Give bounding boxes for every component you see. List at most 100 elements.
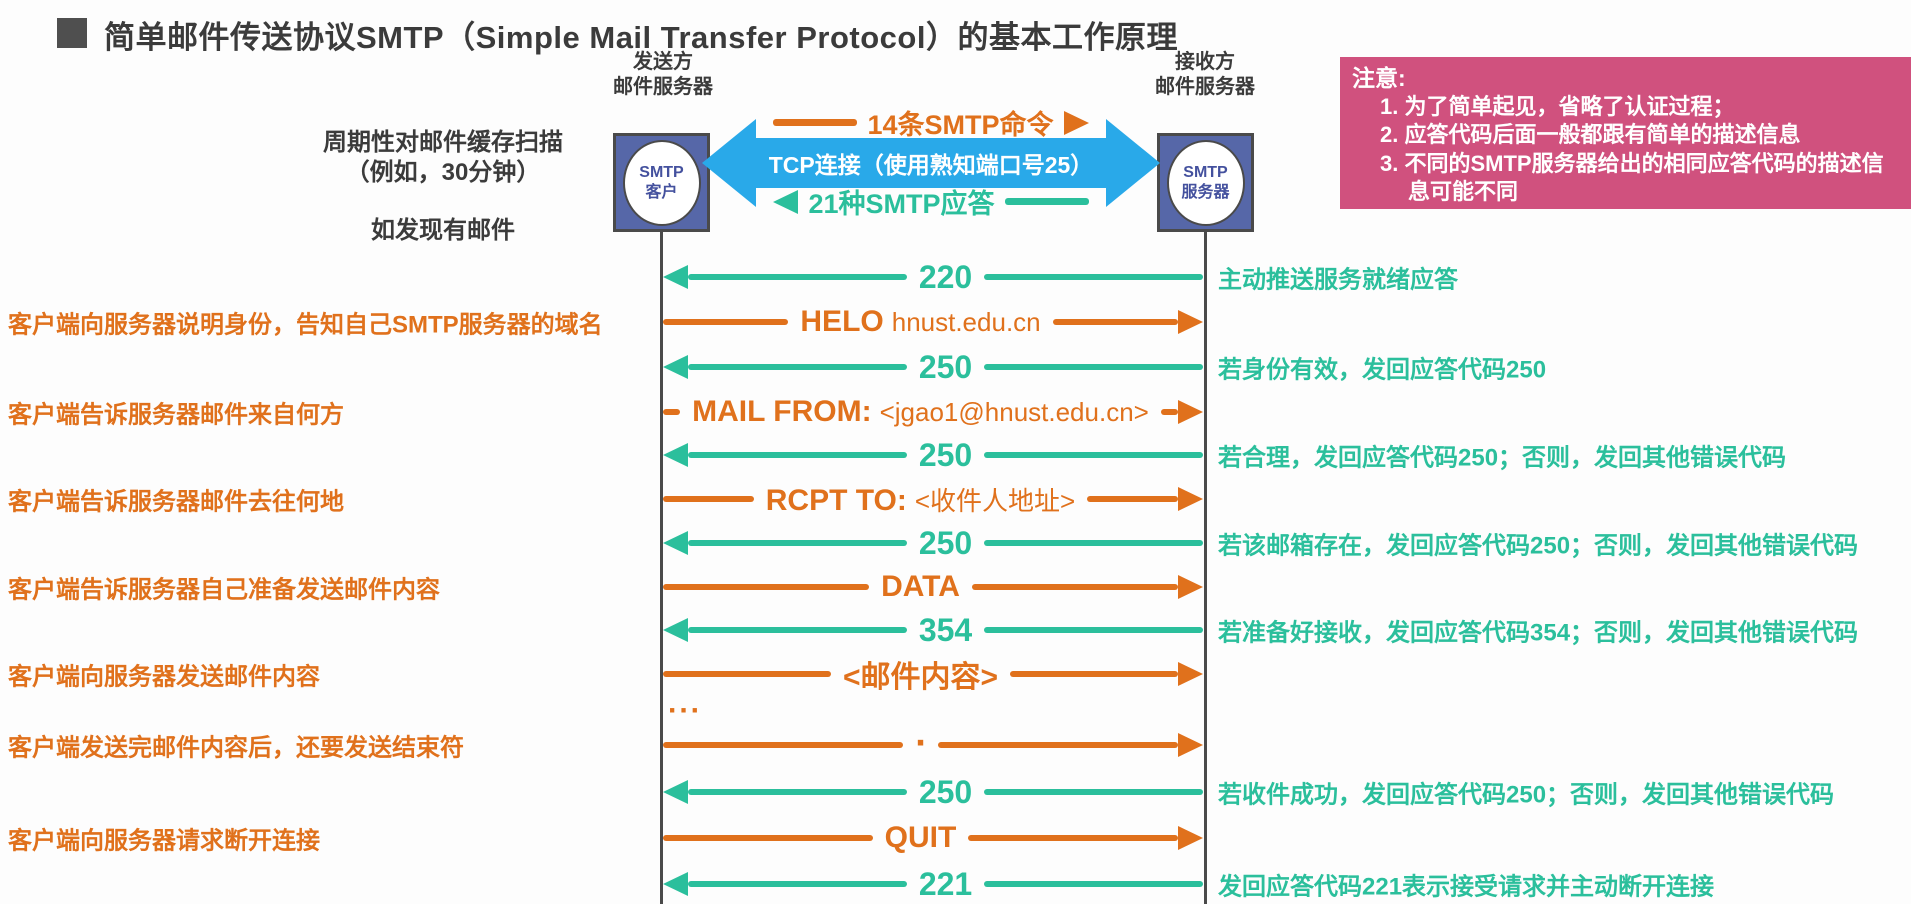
page-title: 简单邮件传送协议SMTP（Simple Mail Transfer Protoc… (104, 20, 1178, 55)
reply-code: 250 (907, 774, 984, 811)
tcp-arrow-shaft: TCP连接（使用熟知端口号25） (756, 138, 1106, 188)
notice-item: 2. 应答代码后面一般都跟有简单的描述信息 (1380, 122, 1801, 148)
sender-server-caption: 发送方 邮件服务器 (613, 51, 713, 98)
reply-arrow-line (688, 789, 907, 795)
command-text: RCPT TO:<收件人地址> (754, 481, 1087, 518)
receiver-server-caption: 接收方 邮件服务器 (1155, 51, 1255, 98)
command-arrow-line (1052, 319, 1179, 325)
tcp-arrowhead-left-icon (702, 119, 756, 207)
server-reply-label: 若合理，发回应答代码250；否则，发回其他错误代码 (1218, 444, 1787, 472)
server-reply-label: 发回应答代码221表示接受请求并主动断开连接 (1218, 873, 1715, 901)
arrowhead-right-icon (1178, 826, 1204, 850)
commands-arrow-line (773, 119, 858, 126)
command-arrow-line (663, 584, 870, 590)
reply-code: 221 (907, 866, 984, 903)
replies-arrow-line (1004, 198, 1089, 205)
tcp-double-arrow: TCP连接（使用熟知端口号25） (702, 119, 1160, 207)
command-keyword: HELO (800, 305, 884, 338)
command-keyword: <邮件内容> (842, 661, 999, 694)
command-message-row: QUIT (663, 818, 1204, 858)
reply-code: 354 (907, 612, 984, 649)
client-action-label: 客户端告诉服务器邮件来自何方 (8, 401, 344, 429)
reply-code-text: 220 (918, 258, 973, 295)
reply-message-row: 354 (663, 610, 1204, 650)
command-text: <邮件内容> (831, 652, 1010, 696)
arrowhead-left-icon (663, 531, 688, 555)
notice-item: 1. 为了简单起见，省略了认证过程； (1380, 93, 1735, 119)
command-keyword: MAIL FROM: (692, 395, 872, 428)
reply-arrow-line (984, 274, 1204, 280)
command-text: QUIT (873, 821, 969, 855)
reply-message-row: 250 (663, 435, 1204, 475)
tcp-arrowhead-right-icon (1106, 119, 1160, 207)
command-text: MAIL FROM:<jgao1@hnust.edu.cn> (680, 395, 1161, 429)
reply-arrow-line (688, 274, 907, 280)
mail-found-note: 如发现有邮件 (371, 217, 515, 244)
command-message-row: DATA (663, 567, 1203, 607)
server-reply-label: 若收件成功，发回应答代码250；否则，发回其他错误代码 (1218, 781, 1835, 809)
reply-code: 250 (907, 437, 984, 474)
command-arrow-line (1160, 409, 1179, 415)
smtp-commands-label: 14条SMTP命令 (867, 110, 1054, 140)
command-argument: <收件人地址> (914, 485, 1076, 516)
smtp-replies-arrow: 21种SMTP应答 (702, 182, 1160, 221)
reply-arrow-line (688, 540, 907, 546)
command-keyword: DATA (881, 570, 960, 603)
command-arrow-line (968, 835, 1179, 841)
command-arrow-line (1010, 671, 1179, 677)
arrowhead-right-icon (1178, 575, 1203, 599)
arrowhead-left-icon (663, 265, 688, 289)
reply-arrow-line (984, 789, 1204, 795)
reply-code: 250 (907, 349, 984, 386)
command-message-row: . (663, 715, 1203, 765)
command-argument: hnust.edu.cn (891, 307, 1041, 337)
arrowhead-left-icon (663, 355, 688, 379)
reply-code: 250 (907, 525, 984, 562)
reply-code-text: 250 (918, 524, 973, 561)
reply-arrow-line (688, 364, 907, 370)
reply-arrow-line (984, 627, 1204, 633)
reply-message-row: 220 (663, 257, 1204, 297)
reply-code-text: 221 (918, 865, 973, 902)
smtp-commands-arrow: 14条SMTP命令 (702, 103, 1160, 142)
arrowhead-right-icon (1178, 662, 1204, 686)
command-arrow-line (1087, 496, 1179, 502)
reply-arrow-line (984, 452, 1204, 458)
client-action-label: 客户端向服务器发送邮件内容 (8, 663, 320, 691)
command-arrow-line (937, 742, 1178, 748)
command-arrow-line (663, 742, 904, 748)
arrowhead-left-icon (663, 872, 688, 896)
title-bullet-square-icon (57, 18, 87, 48)
notice-item: 3. 不同的SMTP服务器给出的相同应答代码的描述信息可能不同 (1380, 150, 1884, 205)
reply-message-row: 250 (663, 772, 1204, 812)
arrowhead-right-icon (1178, 310, 1204, 334)
reply-arrow-line (984, 881, 1204, 887)
client-action-label: 客户端发送完邮件内容后，还要发送结束符 (8, 734, 464, 762)
command-arrow-line (663, 319, 789, 325)
client-action-label: 客户端告诉服务器邮件去往何地 (8, 488, 344, 516)
client-lifeline (660, 231, 663, 904)
reply-message-row: 250 (663, 523, 1204, 563)
client-action-label: 客户端向服务器说明身份，告知自己SMTP服务器的域名 (8, 311, 603, 339)
replies-arrowhead-icon (773, 189, 799, 214)
smtp-server-node: SMTP 服务器 (1157, 133, 1254, 232)
command-arrow-line (663, 835, 873, 841)
reply-message-row: 221 (663, 864, 1204, 904)
command-arrow-line (663, 671, 831, 677)
server-reply-label: 若准备好接收，发回应答代码354；否则，发回其他错误代码 (1218, 619, 1859, 647)
command-message-row: RCPT TO:<收件人地址> (663, 479, 1204, 519)
command-arrow-line (663, 496, 754, 502)
reply-arrow-line (688, 452, 907, 458)
smtp-replies-label: 21种SMTP应答 (808, 189, 995, 219)
arrowhead-left-icon (663, 780, 688, 804)
server-reply-label: 若该邮箱存在，发回应答代码250；否则，发回其他错误代码 (1218, 532, 1859, 560)
client-action-label: 客户端向服务器请求断开连接 (8, 827, 320, 855)
smtp-client-node: SMTP 客户 (613, 133, 710, 232)
arrowhead-right-icon (1178, 400, 1204, 424)
arrowhead-right-icon (1178, 733, 1203, 757)
reply-code-text: 250 (918, 436, 973, 473)
tcp-connection-label: TCP连接（使用熟知端口号25） (768, 152, 1094, 178)
notice-title: 注意: (1352, 65, 1406, 91)
